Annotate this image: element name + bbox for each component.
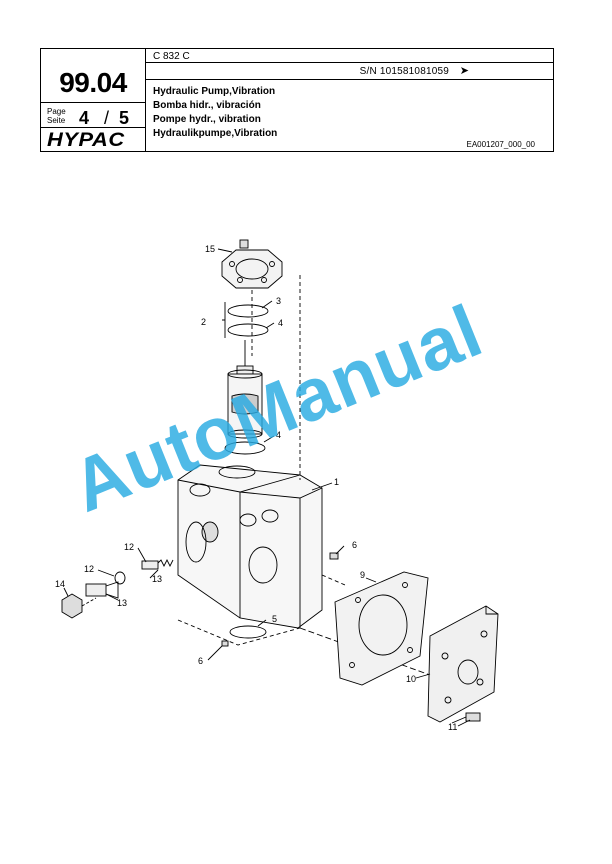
- document-reference: EA001207_000_00: [466, 140, 535, 149]
- valve-part: [141, 558, 174, 570]
- callout-11: 13: [152, 574, 162, 584]
- title-en: Hydraulic Pump,Vibration: [153, 86, 276, 97]
- arrow-right-icon: ➤: [459, 65, 469, 77]
- callout-5: 5: [272, 614, 277, 624]
- serial-number: S/N 101581081059: [359, 66, 449, 77]
- callout-8: 10: [406, 674, 416, 684]
- page-label-en: Page: [47, 107, 66, 116]
- header-divider: [145, 62, 553, 63]
- header-divider-vertical: [145, 49, 146, 151]
- header-divider: [145, 79, 553, 80]
- exploded-parts-diagram: 15 3 2 4 4 1 6 9 5 6 10 11 12 13 12 13 1…: [55, 239, 499, 732]
- o-ring-part: [114, 571, 126, 585]
- callout-14: 14: [55, 579, 65, 589]
- plug-part: [329, 552, 339, 560]
- plug-part: [221, 640, 229, 647]
- o-ring-part: [229, 625, 267, 639]
- callout-9: 11: [448, 722, 457, 732]
- callout-4: 4: [278, 318, 283, 328]
- cover-plate-part: [427, 605, 499, 723]
- page-current: 4: [79, 108, 90, 128]
- o-ring-part: [227, 323, 269, 337]
- callout-12: 12: [84, 564, 94, 574]
- header-divider: [41, 127, 145, 128]
- header-divider: [41, 102, 145, 103]
- callout-15: 15: [205, 244, 215, 254]
- page-separator: /: [104, 108, 110, 128]
- screw-part: [451, 712, 481, 724]
- nut-part: [61, 593, 83, 619]
- title-fr: Pompe hydr., vibration: [153, 114, 261, 125]
- o-ring-part: [227, 304, 269, 318]
- callout-3: 3: [276, 296, 281, 306]
- callout-13: 13: [117, 598, 127, 608]
- fitting-part: [85, 581, 119, 599]
- model-label: C 832 C: [153, 51, 190, 62]
- title-es: Bomba hidr., vibración: [153, 100, 261, 111]
- pump-housing-part: [177, 464, 323, 629]
- callout-7: 9: [360, 570, 365, 580]
- pump-insert-part: [227, 340, 263, 439]
- o-ring-part: [224, 441, 266, 455]
- title-de: Hydraulikpumpe,Vibration: [153, 128, 278, 139]
- callout-4-lower: 4: [276, 430, 281, 440]
- gasket-part: [334, 571, 429, 686]
- brand-logo: HYPAC: [47, 130, 125, 151]
- header-block: C 832 C S/N 101581081059 ➤ 99.04 Page Se…: [40, 48, 554, 152]
- pump-cover-part: [221, 239, 283, 289]
- page-label-de: Seite: [47, 116, 66, 125]
- page-total: 5: [119, 108, 130, 128]
- callout-2: 2: [201, 317, 206, 327]
- callout-6-lower: 6: [198, 656, 203, 666]
- section-number: 99.04: [59, 67, 127, 98]
- callout-1: 1: [334, 477, 339, 487]
- callout-6: 6: [352, 540, 357, 550]
- callout-10: 12: [124, 542, 134, 552]
